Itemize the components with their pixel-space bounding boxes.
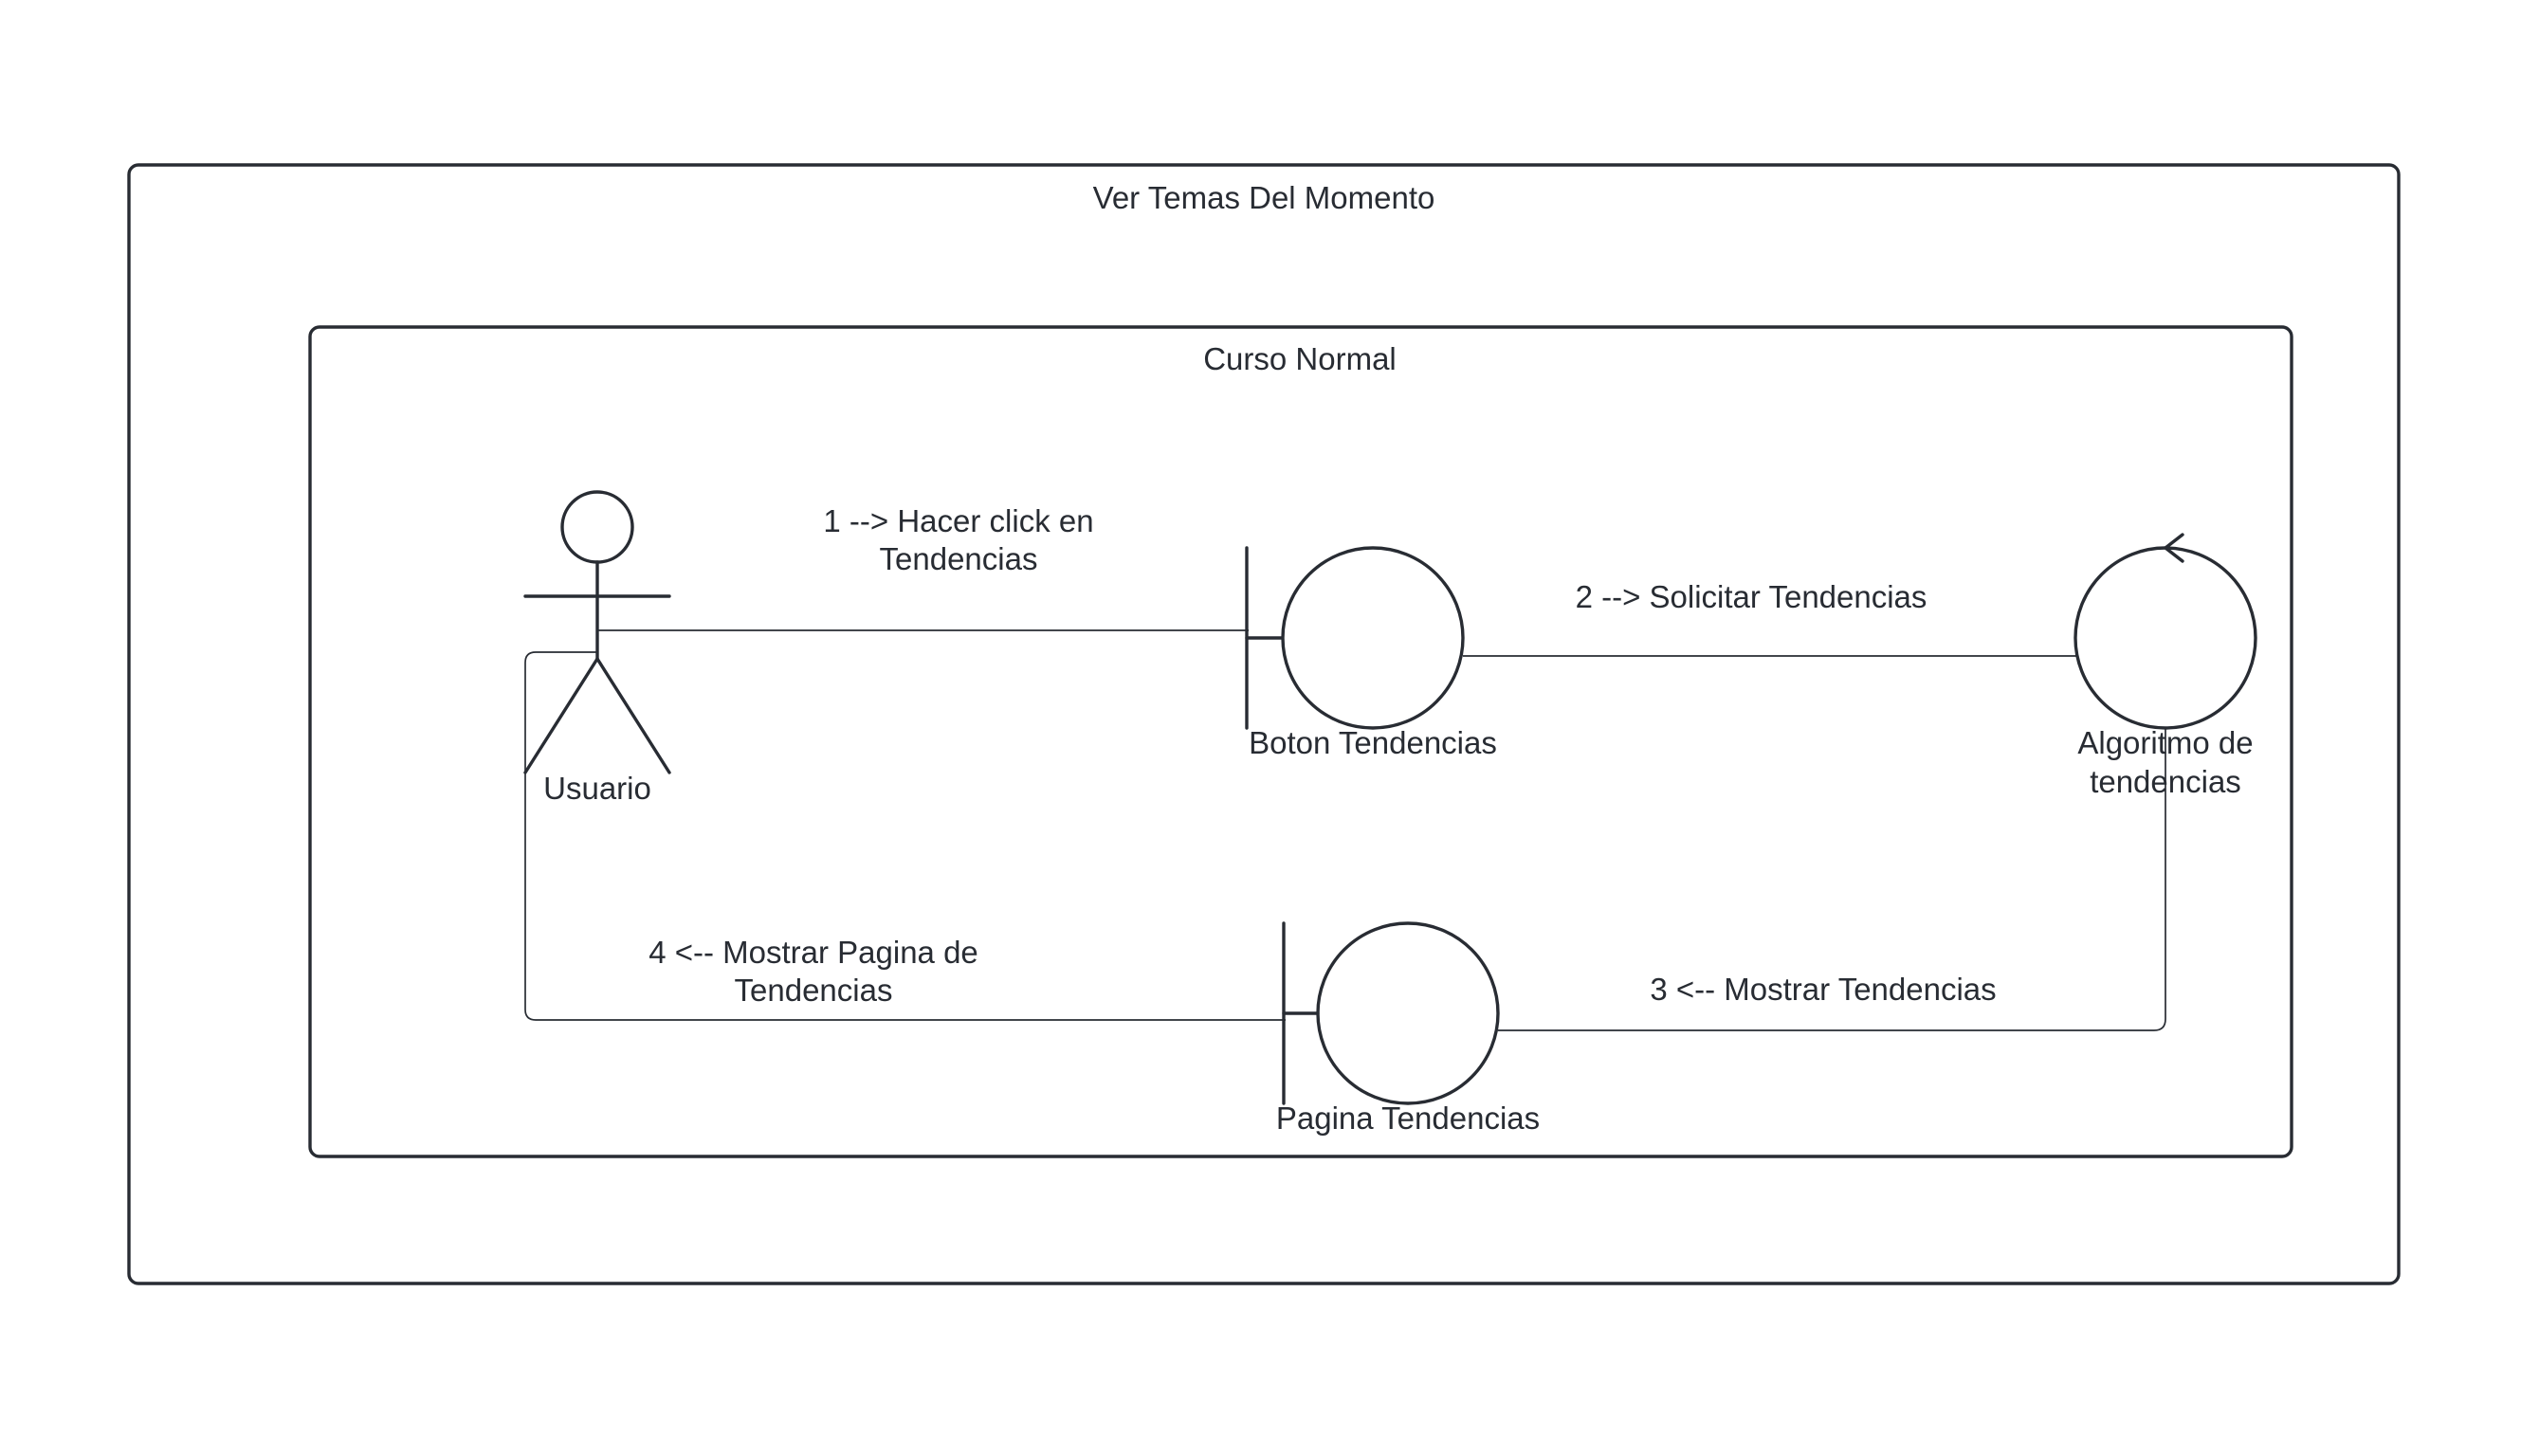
message-2-label: 2 --> Solicitar Tendencias (1576, 579, 1927, 614)
inner-frame-title: Curso Normal (1203, 341, 1397, 376)
actor-usuario[interactable]: Usuario (523, 490, 671, 806)
boundary-boton-tendencias[interactable]: Boton Tendencias (1245, 546, 1497, 760)
connector-algoritmo-to-pagina (1498, 728, 2166, 1031)
control-algoritmo-label-line1: Algoritmo de (2077, 725, 2253, 760)
message-1-label-line2: Tendencias (880, 541, 1038, 576)
inner-frame (308, 325, 2293, 1158)
boundary-pagina-tendencias[interactable]: Pagina Tendencias (1276, 921, 1540, 1136)
message-1-label-line1: 1 --> Hacer click en (823, 503, 1093, 538)
connector-pagina-to-usuario (524, 651, 1286, 1021)
boundary-object-icon (1245, 546, 1465, 730)
control-algoritmo-label-line2: tendencias (2090, 764, 2241, 799)
control-object-icon (2073, 533, 2257, 730)
message-4-label-line2: Tendencias (735, 973, 893, 1008)
boundary-object-icon (1282, 921, 1500, 1105)
boundary-pagina-tendencias-label: Pagina Tendencias (1276, 1101, 1540, 1136)
outer-frame (127, 163, 2401, 1285)
boundary-boton-tendencias-label: Boton Tendencias (1249, 725, 1497, 760)
control-algoritmo-tendencias[interactable]: Algoritmo de tendencias (2073, 533, 2257, 799)
outer-frame-title: Ver Temas Del Momento (1093, 180, 1435, 215)
stick-figure-actor-icon (523, 490, 671, 774)
message-3-label: 3 <-- Mostrar Tendencias (1650, 972, 1996, 1007)
message-4-label-line1: 4 <-- Mostrar Pagina de (649, 935, 978, 970)
actor-usuario-label: Usuario (543, 771, 651, 806)
